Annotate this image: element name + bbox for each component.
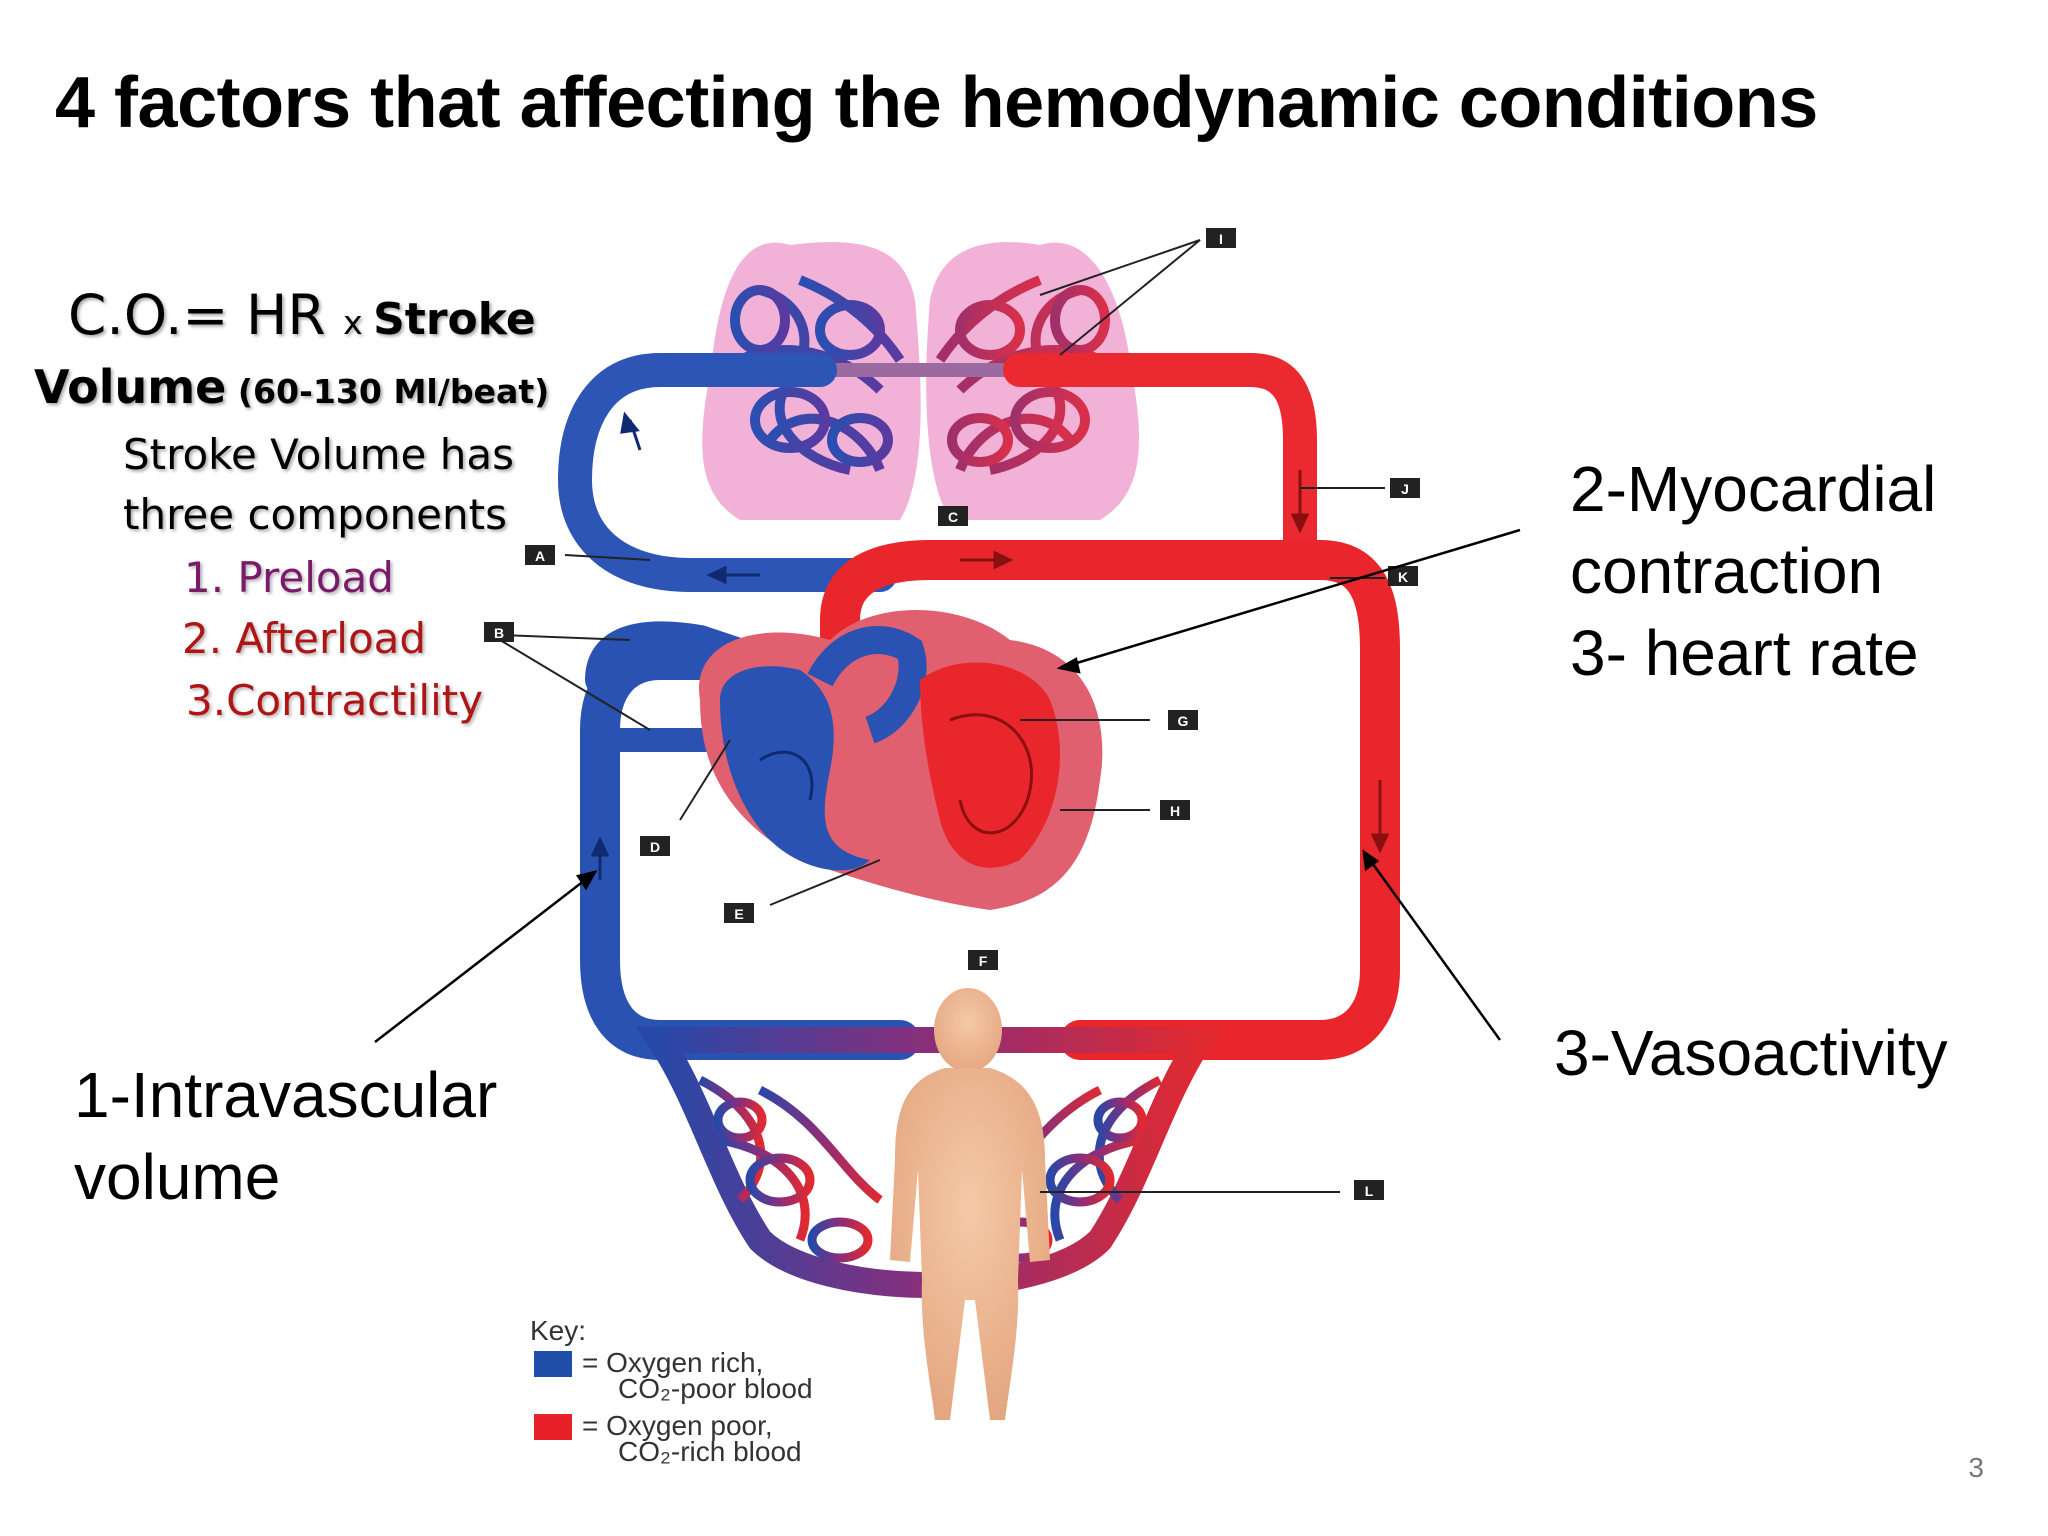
key-red-swatch [534, 1414, 572, 1440]
heart [699, 610, 1103, 910]
label-A: A [535, 548, 545, 564]
label-G: G [1178, 713, 1189, 729]
stroke-volume-line2: three components [123, 490, 507, 539]
key-red-line2: CO₂-rich blood [618, 1436, 802, 1467]
factor-1-line2: volume [74, 1141, 281, 1213]
volume-word: Volume [34, 360, 227, 414]
label-J: J [1401, 481, 1409, 497]
stroke-volume-line1: Stroke Volume has [123, 430, 514, 479]
key-blue-line1: = Oxygen rich, [582, 1347, 764, 1378]
factor-intravascular: 1-Intravascular volume [74, 1054, 497, 1218]
co-prefix: C.O.= HR [68, 283, 344, 347]
label-E: E [734, 906, 743, 922]
factor-vasoactivity: 3-Vasoactivity [1554, 1017, 1948, 1089]
page-number: 3 [1968, 1452, 1984, 1483]
factor-1-line1: 1-Intravascular [74, 1059, 498, 1131]
label-L: L [1365, 1183, 1374, 1199]
label-H: H [1170, 803, 1180, 819]
co-formula-line1: C.O.= HR x Stroke [68, 283, 536, 347]
key-blue-swatch [534, 1351, 572, 1377]
body-silhouette [890, 988, 1050, 1420]
label-K: K [1398, 569, 1408, 585]
co-times: x [343, 303, 374, 342]
flow-arrows [590, 411, 760, 880]
component-afterload: 2. Afterload [182, 614, 427, 663]
factor-2-line1: 2-Myocardial [1570, 453, 1937, 525]
factor-2-line2: contraction [1570, 535, 1884, 607]
co-formula-line2: Volume (60-130 Ml/beat) [34, 360, 549, 414]
component-contractility: 3.Contractility [186, 676, 484, 725]
label-I: I [1219, 231, 1223, 247]
label-F: F [979, 953, 988, 969]
key-blue-line2: CO₂-poor blood [618, 1373, 813, 1404]
component-preload: 1. Preload [184, 553, 394, 602]
key-red-line1: = Oxygen poor, [582, 1410, 773, 1441]
factor-myocardial: 2-Myocardial contraction 3- heart rate [1570, 448, 1936, 694]
annotation-arrows [374, 528, 1521, 1043]
key-title: Key: [530, 1315, 587, 1346]
factor-2-line3: 3- heart rate [1570, 617, 1919, 689]
label-C: C [948, 509, 958, 525]
label-D: D [650, 839, 660, 855]
label-boxes [484, 228, 1420, 1200]
pulmonary-vessels [557, 353, 1317, 592]
volume-range: (60-130 Ml/beat) [226, 372, 550, 411]
label-B: B [494, 625, 504, 641]
co-stroke: Stroke [373, 294, 536, 345]
slide-title: 4 factors that affecting the hemodynamic… [55, 63, 1818, 143]
systemic-vessels [580, 540, 1400, 1060]
diagram-labels [499, 239, 1385, 1193]
